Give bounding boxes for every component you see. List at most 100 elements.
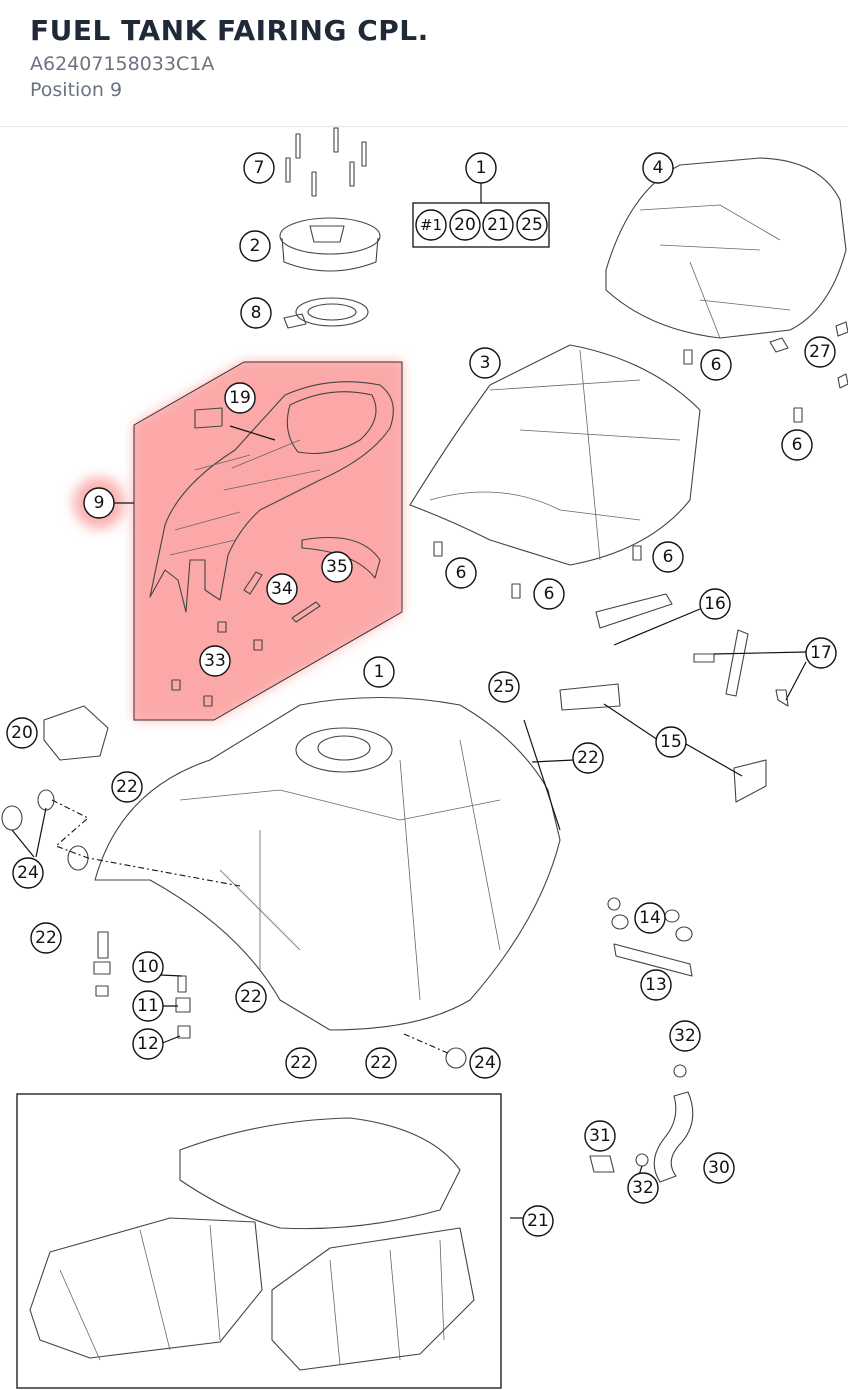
- pillion-seat-part-4: [605, 157, 847, 339]
- callout-7-label: 7: [254, 158, 265, 178]
- callout-35-label: 35: [326, 557, 348, 577]
- filler-cap-part-2: [279, 217, 381, 272]
- callout-14[interactable]: 14: [634, 902, 666, 934]
- callout-22-d-label: 22: [240, 987, 262, 1007]
- callout-10-label: 10: [137, 957, 159, 977]
- callout-22-b-label: 22: [116, 777, 138, 797]
- kit-item-21-label: 21: [487, 215, 509, 235]
- kit-item-21[interactable]: 21: [482, 209, 514, 241]
- callout-19[interactable]: 19: [224, 382, 256, 414]
- callout-1-top[interactable]: 1: [465, 152, 497, 184]
- callout-13-label: 13: [645, 975, 667, 995]
- callout-31-label: 31: [589, 1126, 611, 1146]
- callout-33-label: 33: [204, 651, 226, 671]
- callout-11[interactable]: 11: [132, 990, 164, 1022]
- callout-16-label: 16: [704, 594, 726, 614]
- page-title: FUEL TANK FAIRING CPL.: [30, 14, 429, 47]
- callout-32-a-label: 32: [674, 1026, 696, 1046]
- kit-item-1[interactable]: #1: [415, 209, 447, 241]
- callout-19-label: 19: [229, 388, 251, 408]
- callout-8-label: 8: [251, 303, 262, 323]
- callout-22-a[interactable]: 22: [572, 742, 604, 774]
- fasteners-parts-10-11-12: [93, 931, 191, 1039]
- lock-part-20: [43, 705, 109, 761]
- callout-6-b-label: 6: [792, 435, 803, 455]
- callout-34[interactable]: 34: [266, 573, 298, 605]
- callout-6-b[interactable]: 6: [781, 429, 813, 461]
- callout-1-mid[interactable]: 1: [363, 656, 395, 688]
- callout-4-label: 4: [653, 158, 664, 178]
- mounts-part-6: [433, 349, 803, 599]
- callout-12[interactable]: 12: [132, 1028, 164, 1060]
- callout-8[interactable]: 8: [240, 297, 272, 329]
- callout-21-label: 21: [527, 1211, 549, 1231]
- callout-11-label: 11: [137, 996, 159, 1016]
- clips-part-27: [769, 321, 848, 389]
- callout-30[interactable]: 30: [703, 1152, 735, 1184]
- callout-22-d[interactable]: 22: [235, 981, 267, 1013]
- position-label: Position 9: [30, 79, 123, 101]
- callout-20[interactable]: 20: [6, 717, 38, 749]
- leader-lines: [11, 425, 807, 1219]
- callout-22-f[interactable]: 22: [365, 1047, 397, 1079]
- callout-6-d[interactable]: 6: [652, 541, 684, 573]
- callout-34-label: 34: [271, 579, 293, 599]
- callout-2[interactable]: 2: [239, 230, 271, 262]
- rider-seat-part-3: [409, 344, 701, 566]
- callout-2-label: 2: [250, 236, 261, 256]
- callout-10[interactable]: 10: [132, 951, 164, 983]
- callout-1-top-label: 1: [476, 158, 487, 178]
- callout-13[interactable]: 13: [640, 969, 672, 1001]
- callout-7[interactable]: 7: [243, 152, 275, 184]
- callout-27-label: 27: [809, 342, 831, 362]
- callout-22-e-label: 22: [290, 1053, 312, 1073]
- callout-21[interactable]: 21: [522, 1205, 554, 1237]
- kit-item-25-label: 25: [521, 215, 543, 235]
- callout-24-a[interactable]: 24: [12, 857, 44, 889]
- callout-12-label: 12: [137, 1034, 159, 1054]
- fuel-tank-part-1: [94, 696, 561, 1031]
- callout-1-mid-label: 1: [374, 662, 385, 682]
- highlight-position-9[interactable]: [73, 361, 403, 721]
- callout-6-d-label: 6: [663, 547, 674, 567]
- callout-4[interactable]: 4: [642, 152, 674, 184]
- callout-30-label: 30: [708, 1158, 730, 1178]
- callout-6-a[interactable]: 6: [700, 349, 732, 381]
- callout-14-label: 14: [639, 908, 661, 928]
- pads-parts-15-16-17: [559, 593, 789, 803]
- callout-6-c-label: 6: [456, 563, 467, 583]
- callout-20-label: 20: [11, 723, 33, 743]
- callout-6-c[interactable]: 6: [445, 557, 477, 589]
- callout-24-a-label: 24: [17, 863, 39, 883]
- header: FUEL TANK FAIRING CPL. A62407158033C1A P…: [0, 0, 848, 127]
- callout-3[interactable]: 3: [469, 347, 501, 379]
- callout-24-b-label: 24: [474, 1053, 496, 1073]
- callout-6-e[interactable]: 6: [533, 578, 565, 610]
- callout-24-b[interactable]: 24: [469, 1047, 501, 1079]
- callout-32-a[interactable]: 32: [669, 1020, 701, 1052]
- callout-35[interactable]: 35: [321, 551, 353, 583]
- callout-17-label: 17: [810, 643, 832, 663]
- callout-32-b[interactable]: 32: [627, 1172, 659, 1204]
- kit-item-20[interactable]: 20: [449, 209, 481, 241]
- callout-15-label: 15: [660, 732, 682, 752]
- callout-9[interactable]: 9: [83, 487, 115, 519]
- callout-22-a-label: 22: [577, 748, 599, 768]
- callout-22-e[interactable]: 22: [285, 1047, 317, 1079]
- callout-6-a-label: 6: [711, 355, 722, 375]
- callout-33[interactable]: 33: [199, 645, 231, 677]
- callout-22-c-label: 22: [35, 928, 57, 948]
- callout-3-label: 3: [480, 353, 491, 373]
- kit-item-25[interactable]: 25: [516, 209, 548, 241]
- callout-16[interactable]: 16: [699, 588, 731, 620]
- callout-22-b[interactable]: 22: [111, 771, 143, 803]
- callout-27[interactable]: 27: [804, 336, 836, 368]
- callout-17[interactable]: 17: [805, 637, 837, 669]
- gasket-part-8: [283, 297, 369, 329]
- side-panels-box-part-21[interactable]: [16, 1093, 502, 1389]
- callout-31[interactable]: 31: [584, 1120, 616, 1152]
- callout-25[interactable]: 25: [488, 671, 520, 703]
- callout-15[interactable]: 15: [655, 726, 687, 758]
- callout-22-c[interactable]: 22: [30, 922, 62, 954]
